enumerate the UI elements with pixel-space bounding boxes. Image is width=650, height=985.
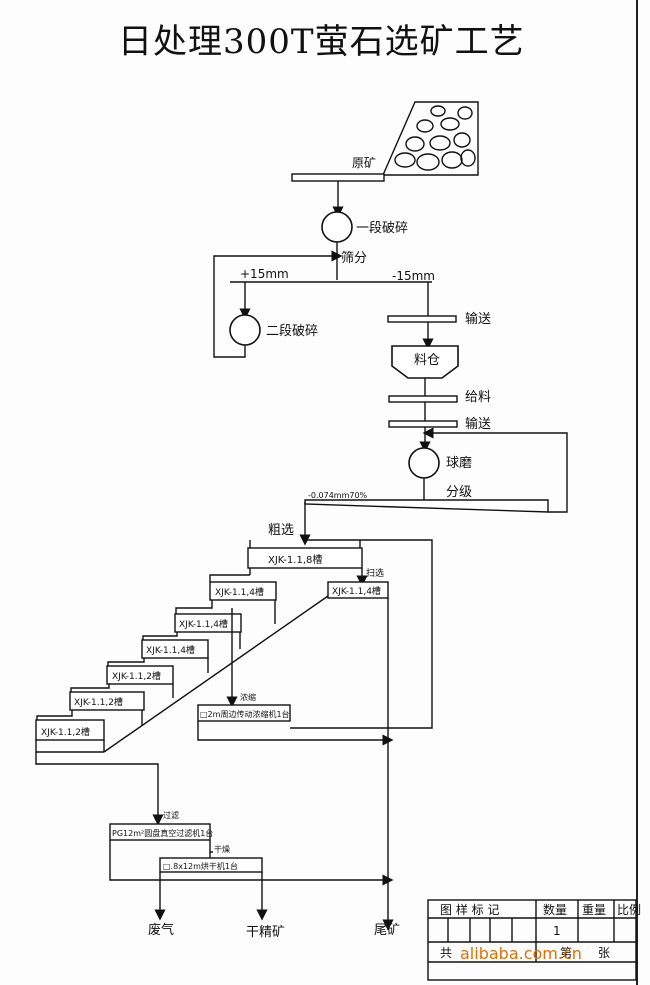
classifier xyxy=(304,499,549,513)
feeder xyxy=(388,395,458,403)
cell-cleaner-1-label: XJK-1.1,4槽 xyxy=(215,586,264,598)
cell-cleaner-3: XJK-1.1,4槽 xyxy=(141,639,209,659)
tb-sheets: 共 xyxy=(440,946,452,960)
secondary-crusher-icon xyxy=(229,314,261,346)
watermark: alibaba.com.cn xyxy=(460,944,582,963)
thickening-label: 浓缩 xyxy=(240,692,256,702)
tb-sheet-unit: 张 xyxy=(598,946,610,960)
cell-scavenger-label: XJK-1.1,4槽 xyxy=(332,585,381,597)
tb-quantity-value: 1 xyxy=(553,924,561,938)
tb-quantity: 数量 xyxy=(543,902,567,917)
conveyor-2 xyxy=(388,420,458,428)
rougher-label: 粗选 xyxy=(268,523,294,538)
cell-cleaner-5: XJK-1.1,2槽 xyxy=(69,691,145,711)
cell-rougher-label: XJK-1.1,8槽 xyxy=(268,553,322,566)
dryer: □.8x12m烘干机1台 xyxy=(159,857,263,873)
cell-scavenger: XJK-1.1,4槽 xyxy=(327,581,389,599)
oversize-label: +15mm xyxy=(240,267,289,281)
undersize-label: -15mm xyxy=(392,269,435,283)
convey-2-label: 输送 xyxy=(465,416,491,432)
cell-cleaner-2: XJK-1.1,4槽 xyxy=(174,613,242,633)
secondary-crush-label: 二段破碎 xyxy=(266,324,318,339)
waste-gas-label: 废气 xyxy=(148,922,174,938)
dry-concentrate-label: 干精矿 xyxy=(246,925,285,940)
thickener: □2m周边传动浓缩机1台 xyxy=(197,704,291,722)
cell-cleaner-5-label: XJK-1.1,2槽 xyxy=(74,696,123,708)
tb-sheet: 第 xyxy=(560,946,572,960)
grind-size-label: -0.074mm70% xyxy=(308,491,368,500)
page-title: 日处理300T萤石选矿工艺 xyxy=(118,22,525,62)
cell-cleaner-3-label: XJK-1.1,4槽 xyxy=(146,644,195,656)
dryer-label: □.8x12m烘干机1台 xyxy=(163,861,238,871)
cell-cleaner-6-label: XJK-1.1,2槽 xyxy=(41,726,90,738)
tailings-label: 尾矿 xyxy=(374,923,400,938)
raw-ore-pile-icon xyxy=(381,101,479,176)
conveyor-1 xyxy=(387,315,457,323)
primary-crusher-icon xyxy=(321,211,353,243)
cell-cleaner-2-label: XJK-1.1,4槽 xyxy=(179,618,228,630)
bin-label: 料仓 xyxy=(414,353,440,368)
cell-cleaner-1: XJK-1.1,4槽 xyxy=(209,581,277,601)
cell-rougher: XJK-1.1,8槽 xyxy=(247,547,363,569)
disc-filter: PG12m²圆盘真空过滤机1台 xyxy=(109,823,213,841)
cell-cleaner-4: XJK-1.1,2槽 xyxy=(106,665,174,685)
raw-ore-label: 原矿 xyxy=(352,156,376,170)
ball-mill-icon xyxy=(408,447,440,479)
screening-label: 筛分 xyxy=(341,251,367,266)
tb-weight: 重量 xyxy=(582,903,606,917)
classify-label: 分级 xyxy=(446,485,472,500)
tb-drawing-mark: 图 样 标 记 xyxy=(440,902,499,917)
primary-crush-label: 一段破碎 xyxy=(356,221,408,236)
drying-label: 干燥 xyxy=(214,845,230,854)
thickener-label: □2m周边传动浓缩机1台 xyxy=(200,709,290,719)
tb-scale: 比例 xyxy=(617,903,641,917)
raw-ore-feeder xyxy=(291,173,385,182)
filtration-label: 过滤 xyxy=(163,810,179,820)
cell-cleaner-4-label: XJK-1.1,2槽 xyxy=(112,670,161,682)
title-block xyxy=(427,899,637,981)
cell-cleaner-6: XJK-1.1,2槽 xyxy=(35,719,105,741)
page-frame-line xyxy=(636,0,638,985)
scavenger-label: 扫选 xyxy=(366,567,384,579)
feed-label: 给料 xyxy=(465,390,491,405)
convey-1-label: 输送 xyxy=(465,311,491,327)
ball-mill-label: 球磨 xyxy=(446,456,472,471)
ore-bin-icon xyxy=(391,345,459,379)
filter-label: PG12m²圆盘真空过滤机1台 xyxy=(112,828,213,838)
